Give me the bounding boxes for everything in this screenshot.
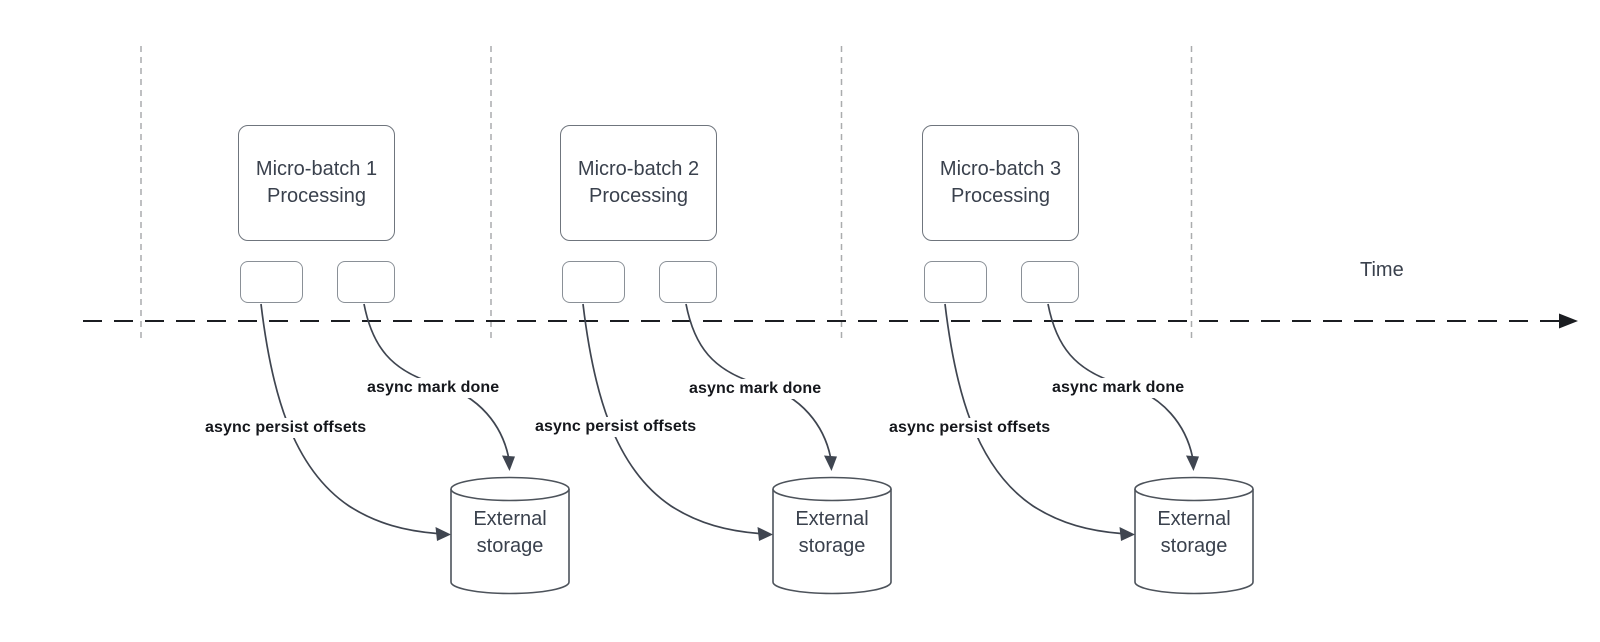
batch-1-persist-offsets-task-box: [240, 261, 303, 303]
time-axis-label: Time: [1360, 259, 1404, 281]
micro-batch-3-box: Micro-batch 3 Processing: [922, 125, 1079, 241]
micro-batch-1-box: Micro-batch 1 Processing: [238, 125, 395, 241]
batch-3-external-storage-label: External storage: [1157, 508, 1231, 557]
batch-2-mark-done-task-box: [659, 261, 717, 303]
batch-2-mark-done-label: async mark done: [689, 379, 822, 399]
batch-3-mark-done-label: async mark done: [1052, 378, 1185, 398]
timeline-guides: [140, 46, 1193, 339]
batch-3-mark-done-task-box: [1021, 261, 1079, 303]
batch-1-mark-done-task-box: [337, 261, 395, 303]
batch-1-external-storage-label: External storage: [473, 508, 547, 557]
batch-3-persist-offsets-task-box: [924, 261, 987, 303]
batch-1-mark-done-label: async mark done: [367, 378, 500, 398]
batch-2-persist-offsets-task-box: [562, 261, 625, 303]
batch-2-persist-offsets-label: async persist offsets: [535, 417, 697, 437]
time-axis: [83, 313, 1578, 329]
batch-3-persist-offsets-label: async persist offsets: [889, 418, 1051, 438]
batch-2-external-storage-label: External storage: [795, 508, 869, 557]
time-axis-arrowhead-icon: [1559, 313, 1578, 329]
micro-batch-2-box: Micro-batch 2 Processing: [560, 125, 717, 241]
batch-1-persist-offsets-label: async persist offsets: [205, 418, 367, 438]
